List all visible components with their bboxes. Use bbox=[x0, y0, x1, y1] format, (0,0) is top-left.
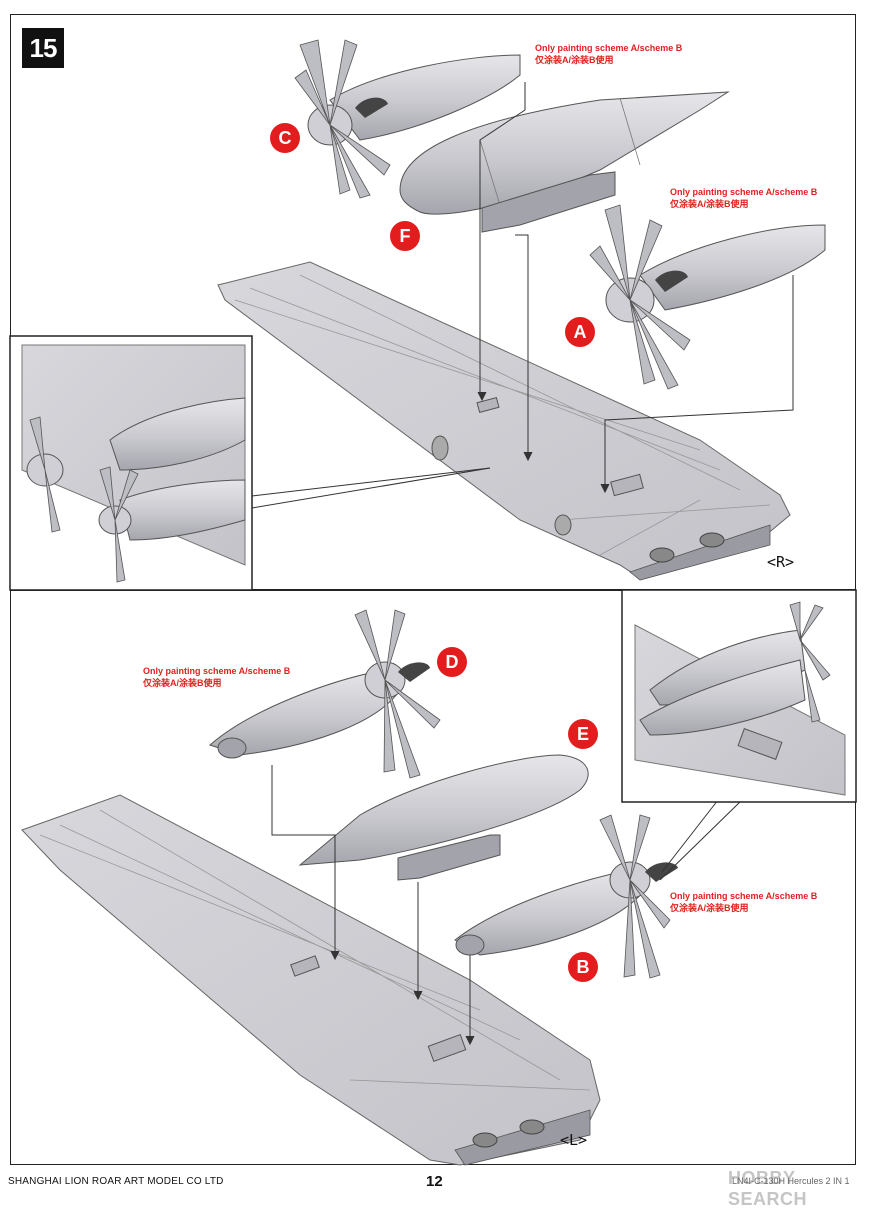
scheme-note-cn: 仅涂装A/涂装B使用 bbox=[143, 678, 222, 688]
callout-b: B bbox=[568, 952, 598, 982]
bottom-panel-frame bbox=[10, 590, 856, 1165]
scheme-note-en: Only painting scheme A/scheme B bbox=[670, 891, 818, 901]
bottom-leader-lines bbox=[271, 765, 743, 1046]
detail-inset-top bbox=[9, 335, 253, 591]
drop-tank-f bbox=[399, 91, 730, 233]
top-leader-lines bbox=[251, 82, 794, 509]
scheme-note-a: Only painting scheme A/scheme B 仅涂装A/涂装B… bbox=[670, 186, 817, 210]
page-number: 12 bbox=[426, 1173, 443, 1190]
scheme-note-en: Only painting scheme A/scheme B bbox=[143, 666, 291, 676]
right-wing bbox=[217, 261, 791, 581]
callout-c: C bbox=[270, 123, 300, 153]
scheme-note-en: Only painting scheme A/scheme B bbox=[670, 187, 818, 197]
drop-tank-e bbox=[298, 754, 589, 881]
scheme-note-cn: 仅涂装A/涂装B使用 bbox=[535, 55, 614, 65]
scheme-note-en: Only painting scheme A/scheme B bbox=[535, 43, 683, 53]
engine-nacelle-d bbox=[209, 609, 441, 779]
footer-product-code: LN4I-C-130H Hercules 2 IN 1 bbox=[732, 1176, 850, 1186]
engine-nacelle-b bbox=[454, 814, 678, 979]
left-wing bbox=[21, 794, 601, 1166]
callout-d: D bbox=[437, 647, 467, 677]
callout-a: A bbox=[565, 317, 595, 347]
left-wing-tag: <L> bbox=[560, 1131, 588, 1149]
step-number-badge: 15 bbox=[22, 28, 64, 68]
footer-company: SHANGHAI LION ROAR ART MODEL CO LTD bbox=[8, 1176, 224, 1187]
engine-nacelle-a bbox=[589, 204, 826, 390]
detail-inset-bottom bbox=[621, 589, 857, 803]
watermark: HOBBY SEARCH bbox=[728, 1168, 808, 1209]
scheme-note-cn: 仅涂装A/涂装B使用 bbox=[670, 903, 749, 913]
right-wing-tag: <R> bbox=[767, 553, 795, 571]
scheme-note-c: Only painting scheme A/scheme B 仅涂装A/涂装B… bbox=[535, 42, 682, 66]
callout-f: F bbox=[390, 221, 420, 251]
scheme-note-b: Only painting scheme A/scheme B 仅涂装A/涂装B… bbox=[670, 890, 817, 914]
scheme-note-cn: 仅涂装A/涂装B使用 bbox=[670, 199, 749, 209]
top-panel-frame bbox=[10, 14, 856, 590]
callout-e: E bbox=[568, 719, 598, 749]
engine-nacelle-c bbox=[294, 39, 521, 199]
scheme-note-d: Only painting scheme A/scheme B 仅涂装A/涂装B… bbox=[143, 665, 290, 689]
